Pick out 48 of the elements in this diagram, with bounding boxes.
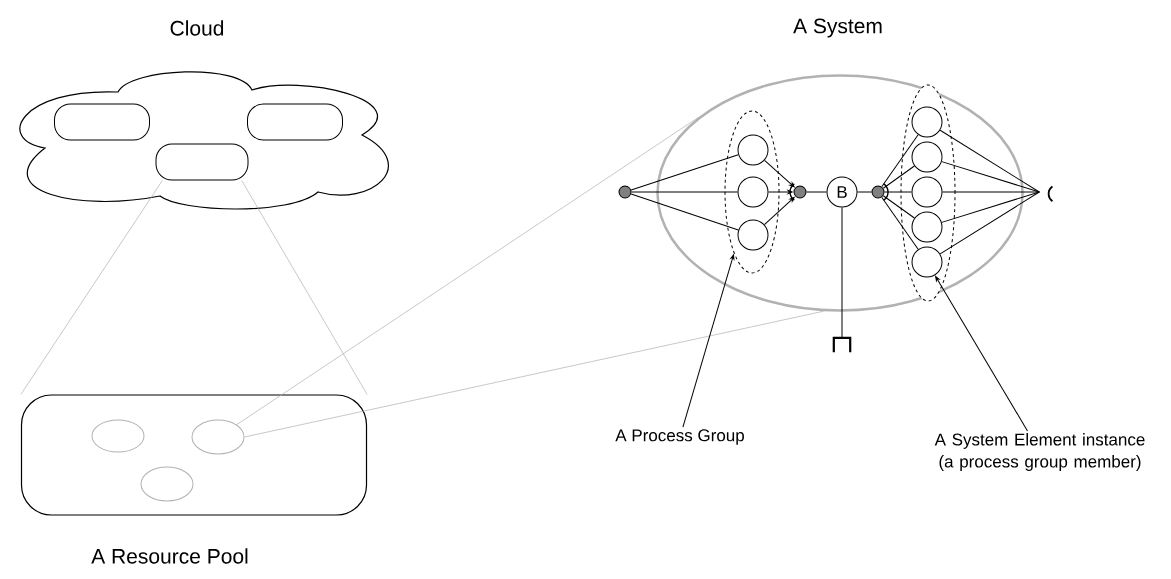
connector-line bbox=[939, 129, 1040, 193]
ellipse-shape bbox=[191, 419, 245, 455]
connector-line bbox=[942, 191, 1040, 193]
connector-line bbox=[941, 191, 1040, 223]
connector-line bbox=[631, 191, 738, 193]
connector-line bbox=[882, 195, 915, 219]
rounded-box bbox=[54, 103, 150, 141]
element-circle bbox=[911, 211, 943, 243]
arrow bbox=[763, 196, 795, 226]
connector-symbol bbox=[793, 185, 807, 199]
connector-line bbox=[882, 165, 915, 189]
rounded-box bbox=[247, 103, 343, 141]
projection-line bbox=[244, 310, 824, 438]
title: Cloud bbox=[170, 20, 224, 36]
connector-line bbox=[939, 191, 1040, 255]
element-circle bbox=[911, 246, 943, 278]
projection-line bbox=[20, 180, 163, 395]
port-symbol bbox=[832, 336, 852, 353]
leader-line bbox=[935, 276, 1028, 432]
leader-line bbox=[682, 254, 735, 428]
connector-line bbox=[630, 193, 739, 231]
arrow bbox=[764, 159, 795, 188]
connector-line bbox=[941, 161, 1040, 193]
connector-line bbox=[630, 154, 739, 191]
callout-text: A Process Group bbox=[615, 429, 744, 445]
element-circle bbox=[737, 176, 769, 208]
element-circle bbox=[911, 176, 943, 208]
connector-line bbox=[857, 191, 872, 193]
connector-line bbox=[806, 191, 827, 193]
projection-line bbox=[236, 117, 699, 425]
ellipse-shape bbox=[91, 419, 145, 453]
element-circle bbox=[911, 141, 943, 173]
arrow bbox=[768, 190, 793, 194]
connector-line bbox=[881, 134, 919, 188]
connector-line bbox=[881, 196, 919, 250]
title: A System bbox=[793, 18, 882, 38]
connector-line bbox=[841, 207, 843, 339]
rounded-box bbox=[155, 143, 249, 181]
projection-line bbox=[241, 180, 368, 395]
title: A Resource Pool bbox=[91, 548, 248, 564]
ellipse-shape bbox=[140, 466, 194, 502]
element-circle bbox=[737, 219, 769, 251]
connector-line bbox=[884, 191, 912, 193]
callout-text: A System Element instance (a process group member) bbox=[934, 433, 1145, 471]
connector-symbol bbox=[871, 185, 885, 199]
element-circle bbox=[737, 134, 769, 166]
socket-symbol bbox=[1047, 185, 1054, 203]
element-circle bbox=[911, 106, 943, 138]
